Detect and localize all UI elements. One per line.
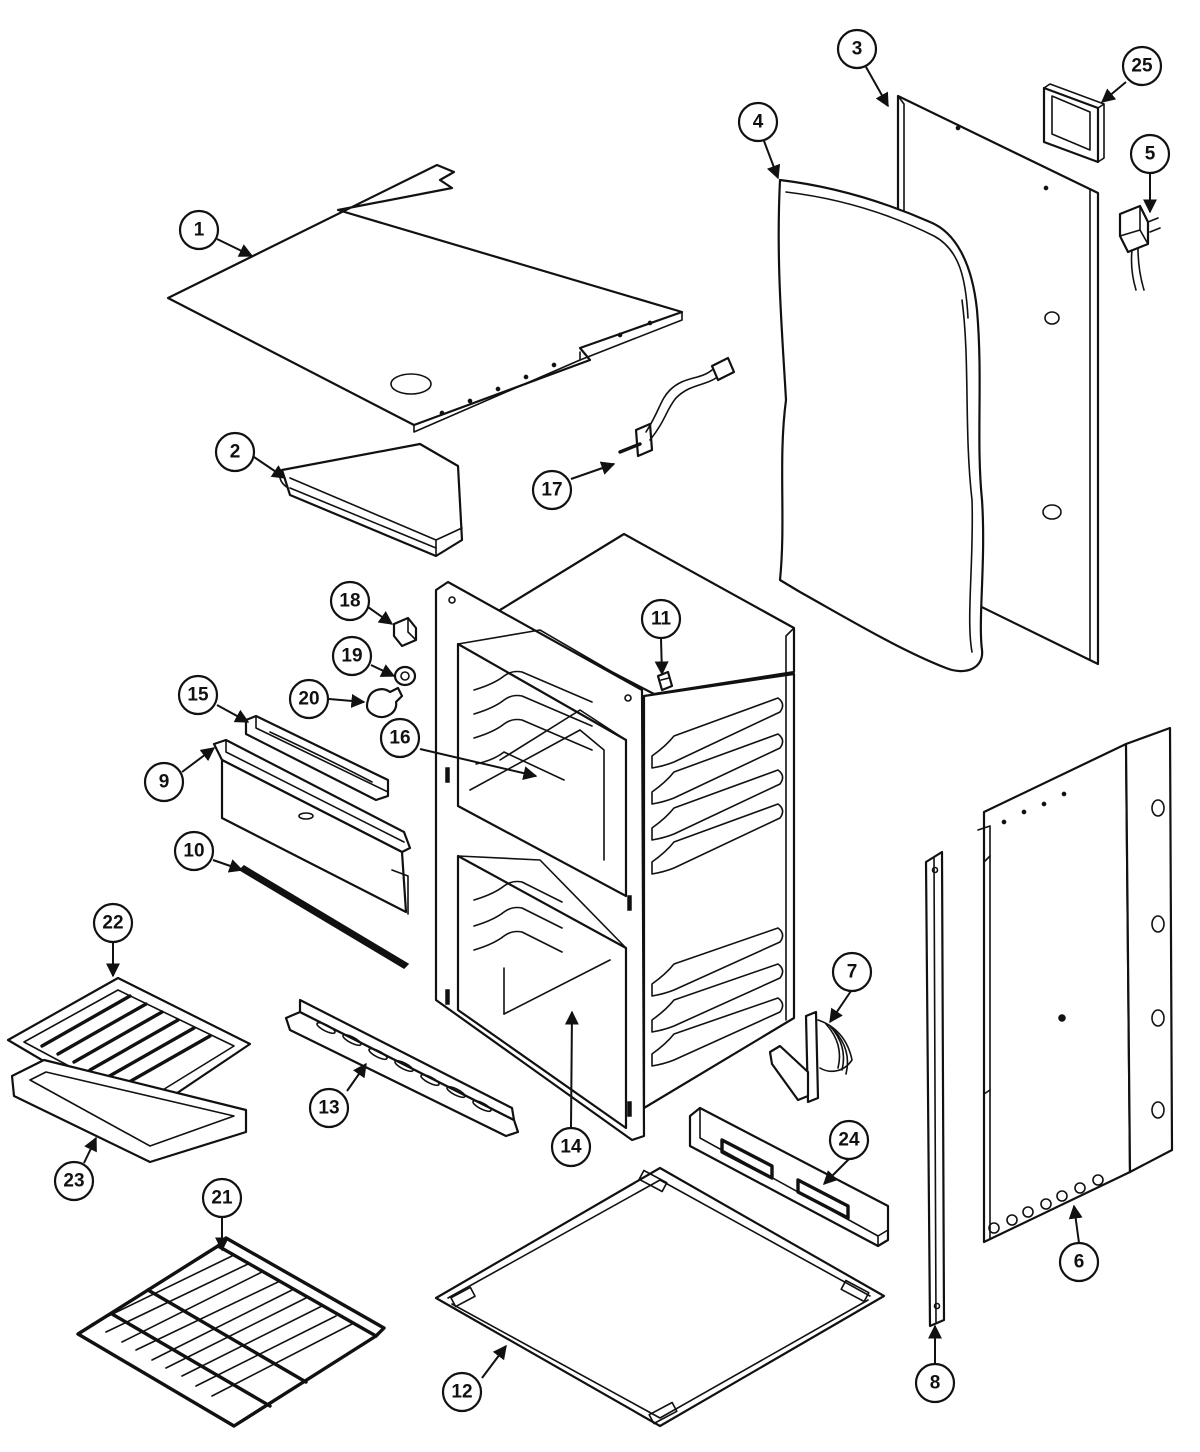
part-23-broiler-pan	[10, 1058, 248, 1164]
callout-14: 14	[550, 1126, 592, 1168]
callout-5: 5	[1129, 133, 1171, 175]
part-7-hinge	[768, 1010, 853, 1104]
callout-22-label: 22	[102, 913, 123, 934]
leader-lines	[83, 66, 1157, 1379]
callout-9-label: 9	[159, 772, 170, 793]
callout-12-label: 12	[451, 1382, 472, 1403]
callout-12: 12	[441, 1371, 483, 1413]
callout-8: 8	[914, 1362, 956, 1404]
callout-20: 20	[288, 678, 330, 720]
part-6-side-panel	[977, 726, 1174, 1244]
callout-15: 15	[177, 674, 219, 716]
callout-7-label: 7	[847, 962, 858, 983]
callout-19-label: 19	[341, 646, 362, 667]
part-5-switch	[1118, 204, 1161, 291]
callout-20-label: 20	[298, 689, 319, 710]
callout-4-label: 4	[753, 112, 764, 133]
callout-24: 24	[828, 1119, 870, 1161]
callout-1: 1	[178, 209, 220, 251]
callout-2: 2	[214, 431, 256, 473]
callout-17-label: 17	[541, 480, 562, 501]
part-14-oven-frame	[434, 532, 796, 1142]
part-4-insulation	[777, 178, 985, 673]
callout-22: 22	[92, 902, 134, 944]
callout-2-label: 2	[230, 442, 241, 463]
callout-3-label: 3	[852, 39, 863, 60]
part-17-sensor	[618, 356, 736, 458]
part-1-top-panel	[166, 163, 684, 433]
callout-11-label: 11	[651, 609, 672, 630]
callout-11: 11	[640, 598, 682, 640]
callout-15-label: 15	[187, 685, 209, 706]
callout-3: 3	[836, 28, 878, 70]
part-25-bracket	[1042, 83, 1105, 164]
callout-6: 6	[1058, 1241, 1100, 1283]
part-2-vent-duct	[279, 442, 464, 558]
part-19-socket	[393, 665, 417, 687]
callout-21: 21	[201, 1177, 243, 1219]
callout-10: 10	[173, 830, 215, 872]
part-20-bulb	[365, 686, 404, 719]
callout-18: 18	[329, 580, 371, 622]
callout-17: 17	[531, 469, 573, 511]
part-24-vent-panel	[688, 1106, 890, 1248]
part-15-trim	[244, 714, 390, 802]
callout-14-label: 14	[560, 1137, 582, 1158]
callout-10-label: 10	[183, 841, 204, 862]
part-13-bottom-rail	[284, 998, 520, 1138]
part-11-clip	[656, 670, 674, 692]
callout-23-label: 23	[63, 1171, 84, 1192]
callout-7: 7	[831, 951, 873, 993]
callout-24-label: 24	[838, 1130, 860, 1151]
part-21-oven-rack	[76, 1236, 386, 1428]
part-9-channel	[212, 738, 412, 915]
callout-13-label: 13	[318, 1098, 339, 1119]
part-12-oven-bottom	[434, 1166, 886, 1428]
callout-25: 25	[1121, 45, 1163, 87]
part-8-side-trim	[924, 850, 946, 1328]
part-18-lens-cap	[392, 616, 418, 648]
callout-25-label: 25	[1131, 56, 1153, 77]
callout-4: 4	[737, 101, 779, 143]
callout-21-label: 21	[211, 1188, 233, 1209]
callout-19: 19	[331, 635, 373, 677]
callout-9: 9	[143, 761, 185, 803]
callout-6-label: 6	[1074, 1252, 1085, 1273]
callout-13: 13	[308, 1087, 350, 1129]
callout-5-label: 5	[1145, 144, 1156, 165]
callout-16: 16	[379, 717, 421, 759]
callout-8-label: 8	[930, 1373, 941, 1394]
callout-16-label: 16	[389, 728, 410, 749]
callout-1-label: 1	[194, 220, 205, 241]
callout-23: 23	[53, 1160, 95, 1202]
callout-18-label: 18	[339, 591, 360, 612]
